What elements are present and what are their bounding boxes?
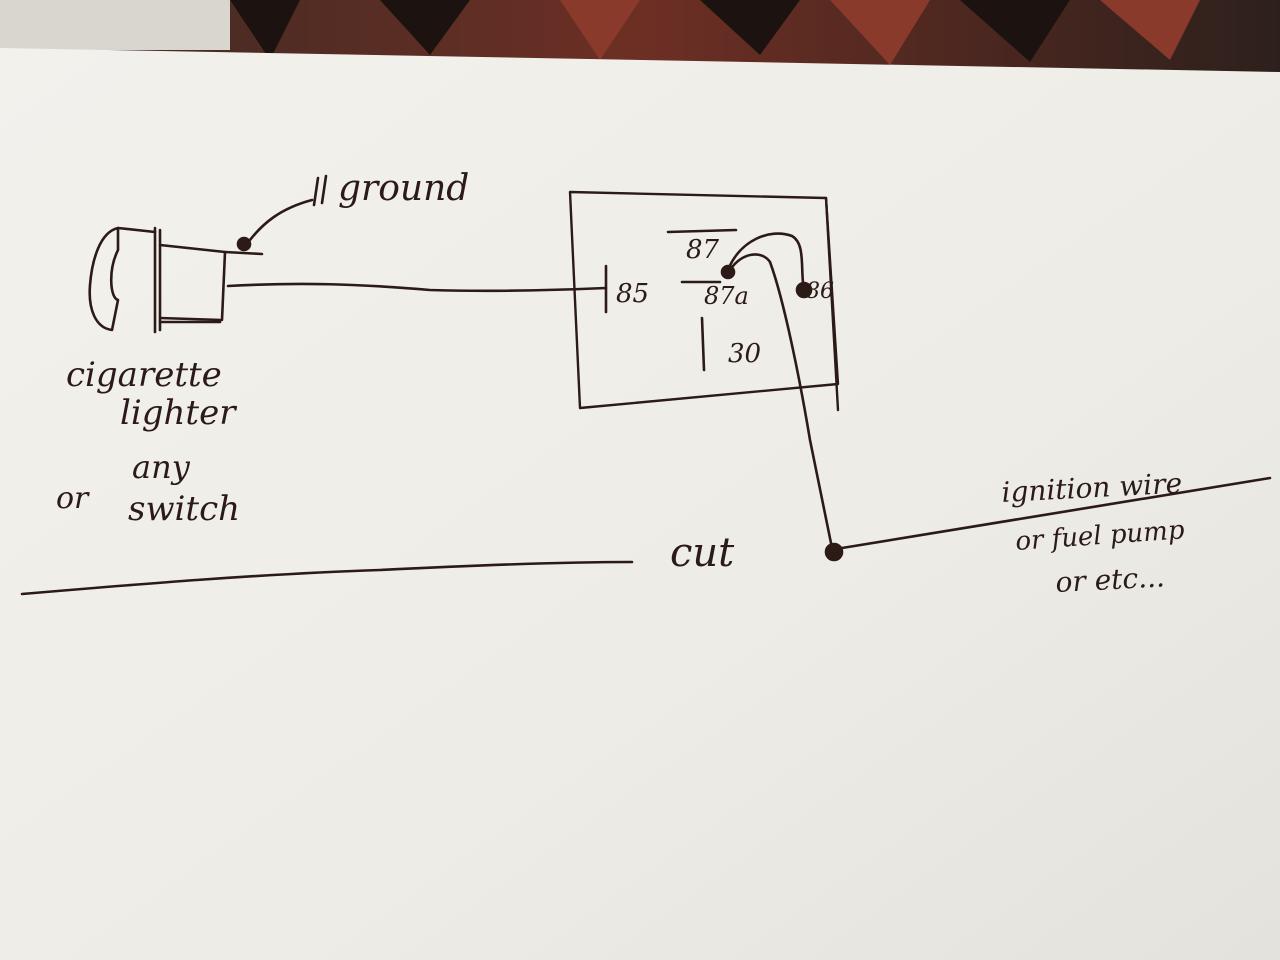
switch-symbol [88, 226, 264, 334]
cut-wire [20, 560, 634, 596]
switch-label-line4: any [132, 448, 191, 486]
relay-pins [604, 228, 738, 372]
ground-wire [236, 174, 328, 252]
relay-to-splice-wire [728, 253, 834, 550]
switch-to-relay-wire [226, 282, 608, 293]
switch-label-line2: lighter [120, 393, 237, 433]
target-label-line3: or etc... [1055, 560, 1166, 599]
cut-label: cut [670, 530, 735, 576]
relay-pin-85: 85 [616, 279, 649, 309]
ground-label: ground [338, 168, 469, 209]
paper-sheet [0, 48, 1280, 960]
splice-node [824, 476, 1272, 562]
relay-jumper-wire [720, 232, 813, 299]
relay-pin-30: 30 [728, 339, 761, 369]
relay-pin-87: 87 [686, 235, 720, 265]
switch-label-line1: cigarette [66, 355, 222, 395]
switch-label-line5: switch [128, 489, 240, 529]
relay-box [568, 190, 840, 412]
relay-pin-87a: 87a [704, 282, 749, 310]
switch-label-line3: or [56, 481, 90, 516]
